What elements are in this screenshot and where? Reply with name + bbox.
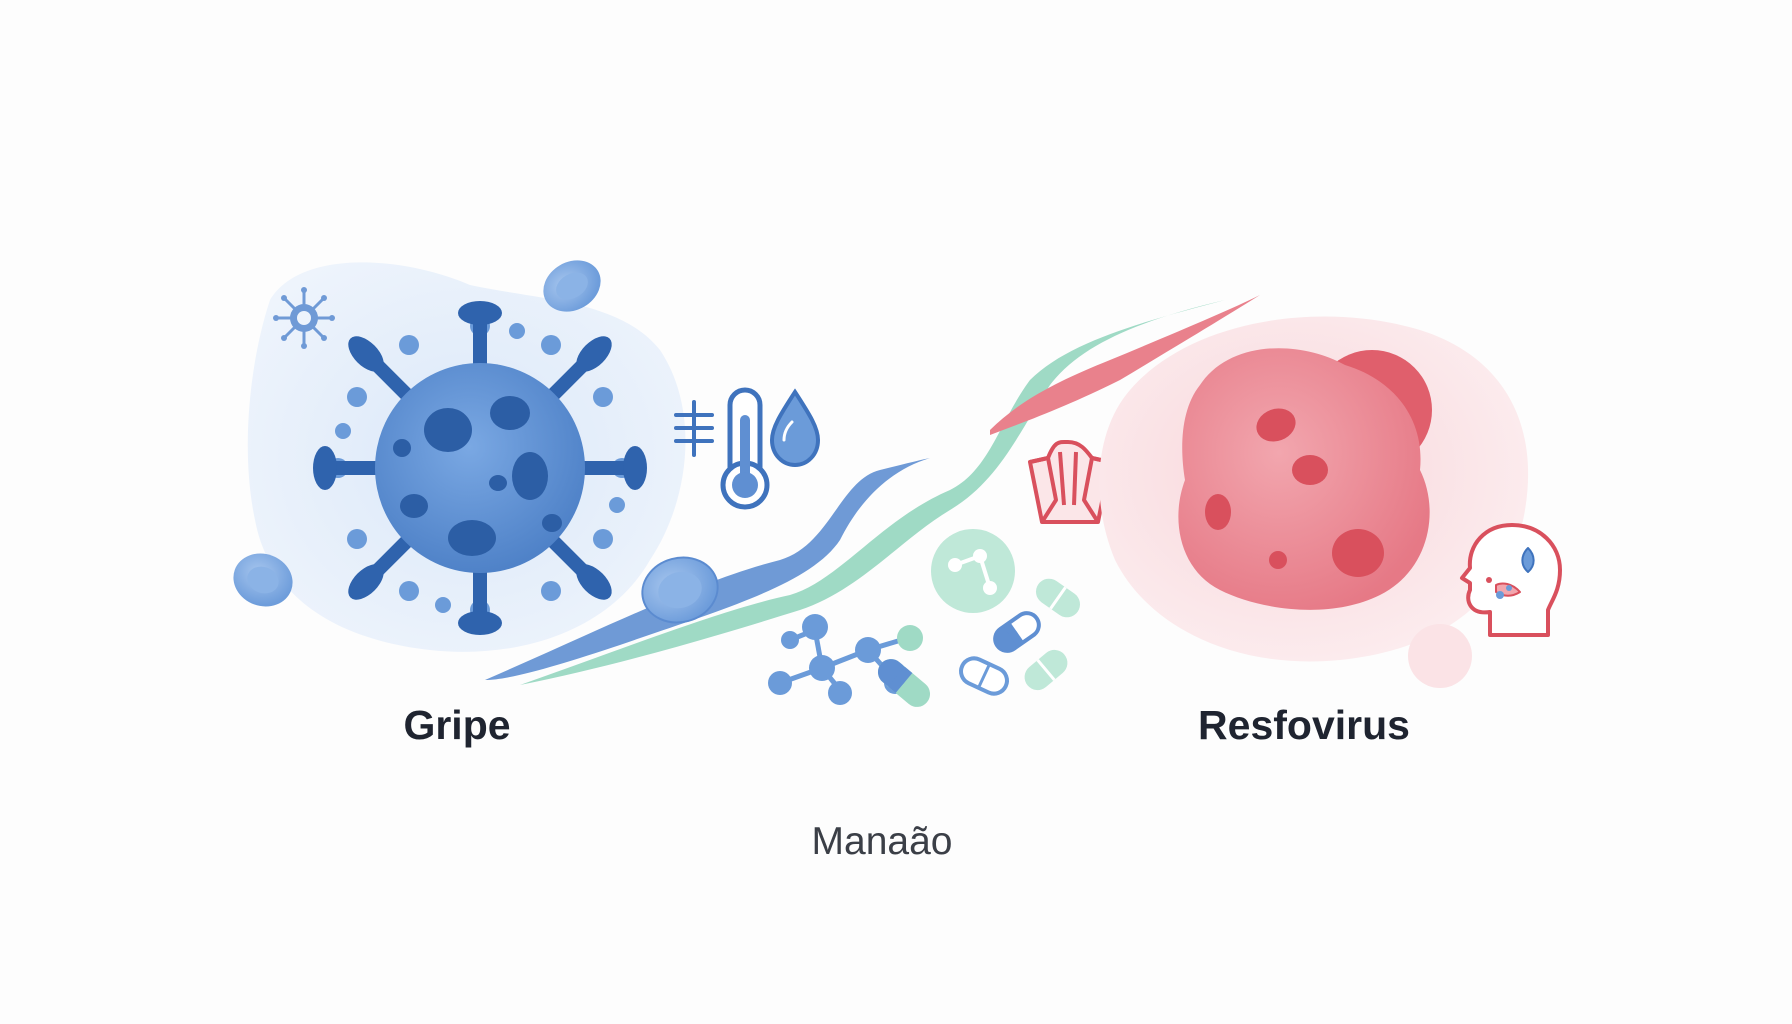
small-virus-icon	[273, 287, 335, 349]
pill-icon	[959, 656, 1009, 696]
thermometer-icon	[720, 387, 770, 510]
head-sneeze-icon	[1460, 523, 1562, 637]
blood-cell-icon	[641, 556, 719, 624]
flow-ribbon	[485, 295, 1260, 685]
water-drop-icon	[769, 388, 821, 468]
tissue-icon	[1028, 439, 1112, 524]
blood-cell-icon	[233, 553, 293, 607]
cold-symbol-icon	[674, 400, 714, 457]
virus-icon	[313, 301, 647, 635]
molecule-icon	[768, 614, 923, 705]
cold-virus-icon	[1178, 348, 1432, 610]
pill-icon	[1024, 649, 1068, 691]
molecule-badge-icon	[931, 529, 1015, 613]
blood-cell-icon	[543, 260, 601, 312]
caption: Manaão	[811, 820, 953, 863]
capsule-icon	[877, 659, 931, 707]
pill-icon	[1035, 578, 1081, 618]
flu-label: Gripe	[403, 702, 511, 748]
cold-label: Resfovirus	[1198, 702, 1410, 748]
capsule-icon	[993, 611, 1041, 653]
